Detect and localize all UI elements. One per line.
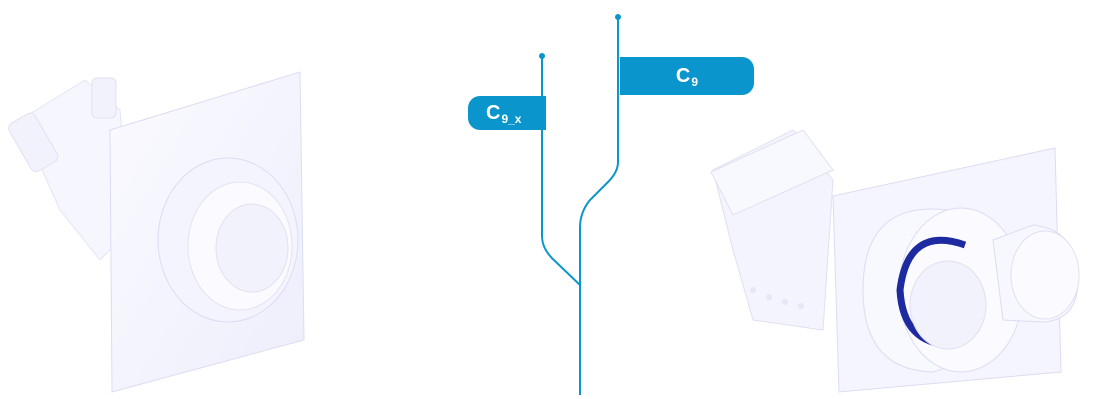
right-outlet bbox=[862, 207, 1080, 373]
branch-line-c9 bbox=[579, 17, 619, 285]
label-c9-main: C bbox=[675, 64, 691, 87]
branch-line-c9x bbox=[541, 56, 581, 395]
label-c9x-main: C bbox=[486, 101, 501, 124]
right-product-illustration bbox=[710, 129, 1080, 393]
left-outlet-ring bbox=[157, 157, 299, 323]
right-elbow-pipe bbox=[710, 129, 834, 331]
left-product-illustration bbox=[8, 71, 305, 393]
branch-endpoint-c9x bbox=[539, 53, 545, 59]
label-c9-sub: 9 bbox=[691, 75, 699, 89]
left-elbow-pipe bbox=[8, 77, 131, 261]
branch-endpoint-c9 bbox=[615, 14, 621, 20]
label-c9x-sub: 9_x bbox=[501, 112, 522, 126]
